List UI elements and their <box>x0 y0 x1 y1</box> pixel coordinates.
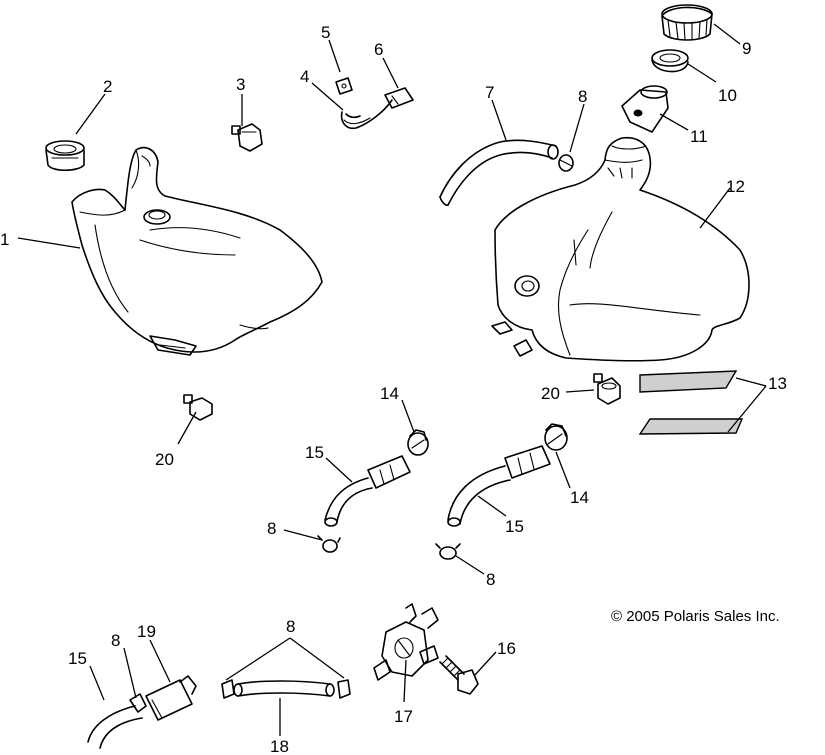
callout-labels: 1 2 3 4 5 6 7 8 9 10 11 12 13 20 20 14 1… <box>0 23 787 755</box>
callout-11: 11 <box>690 127 708 146</box>
part-19-fuel-filter <box>145 675 197 721</box>
callout-6: 6 <box>374 40 383 59</box>
callout-15-left: 15 <box>305 443 324 462</box>
part-9-fuel-cap <box>661 4 713 41</box>
callout-18: 18 <box>270 737 289 755</box>
copyright-notice: © 2005 Polaris Sales Inc. <box>611 608 780 625</box>
part-8-clamp-bottom-b <box>337 679 351 699</box>
callout-12: 12 <box>726 177 745 196</box>
callout-2: 2 <box>103 77 112 96</box>
part-18-hose <box>233 680 335 697</box>
callout-8-mid-left: 8 <box>267 519 276 538</box>
callout-14-left: 14 <box>380 384 399 403</box>
part-15-hose-right <box>447 445 551 527</box>
part-14-clamp-left <box>407 429 429 456</box>
callout-1: 1 <box>0 230 9 249</box>
callout-16: 16 <box>497 639 516 658</box>
part-5-washer <box>335 77 353 95</box>
callout-19: 19 <box>137 622 156 641</box>
callout-3: 3 <box>236 75 245 94</box>
callout-15-right: 15 <box>505 517 524 536</box>
callout-13: 13 <box>768 374 787 393</box>
callout-15-bottom: 15 <box>68 649 87 668</box>
callout-8-bottom-left: 8 <box>111 631 120 650</box>
leader-lines <box>17 23 767 736</box>
callout-4: 4 <box>300 67 309 86</box>
part-15-hose-bottom <box>87 705 143 749</box>
callout-7: 7 <box>485 83 494 102</box>
part-10-gasket <box>651 49 689 73</box>
part-13-strips <box>638 370 744 435</box>
part-2-grommet <box>45 140 85 172</box>
part-8-clamp-mid-right <box>435 543 461 560</box>
part-20-screw-left <box>183 394 213 421</box>
callout-9: 9 <box>742 39 751 58</box>
callout-5: 5 <box>321 23 330 42</box>
part-7-hose <box>439 139 559 206</box>
callout-8-mid-right: 8 <box>486 570 495 589</box>
part-8-clamp-bottom-left <box>129 693 147 713</box>
callout-8-upper: 8 <box>578 87 587 106</box>
part-14-clamp-right <box>544 423 568 451</box>
part-8-clamp-upper <box>558 154 574 172</box>
part-11-filler-neck <box>621 85 669 133</box>
part-8-clamp-bottom-a <box>221 679 235 699</box>
part-15-hose-left <box>324 455 411 527</box>
callout-14-right: 14 <box>570 488 589 507</box>
callout-17: 17 <box>394 707 413 726</box>
callout-20-left: 20 <box>155 450 174 469</box>
part-6-vent <box>384 87 414 109</box>
part-3-screw <box>231 123 263 152</box>
callout-10: 10 <box>718 86 737 105</box>
callout-8-bottom: 8 <box>286 617 295 636</box>
part-12-fuel-tank <box>491 136 750 362</box>
callout-20-right: 20 <box>541 384 560 403</box>
part-8-clamp-mid-left <box>317 535 341 553</box>
part-20-screw-right <box>593 373 621 405</box>
part-4-clip <box>340 99 393 130</box>
part-17-fuel-valve <box>373 603 439 681</box>
part-16-bolt <box>439 655 479 695</box>
part-1-fuel-tank <box>71 146 323 356</box>
